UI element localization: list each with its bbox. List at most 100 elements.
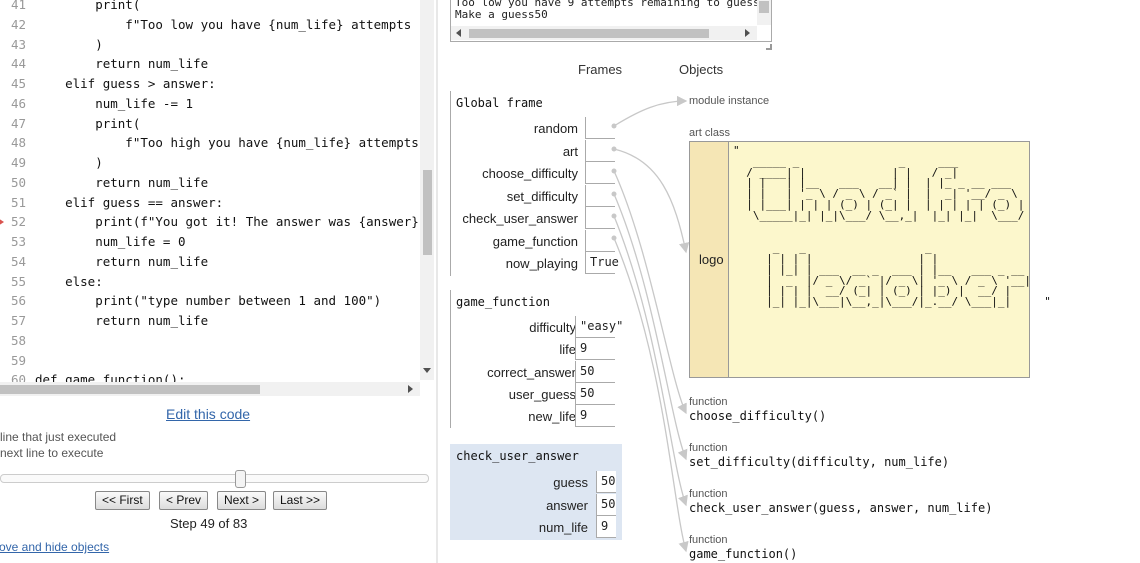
code-line: 59: [0, 351, 420, 371]
step-slider[interactable]: [0, 474, 429, 483]
logo-value: " _____ _ _ ___ / ____| | | | / _| | | |…: [733, 144, 1051, 309]
line-number: 48: [10, 135, 26, 151]
objects-header: Objects: [679, 62, 724, 77]
next-line-arrow-icon: [0, 218, 4, 227]
edit-code-link[interactable]: Edit this code: [166, 406, 251, 422]
last-button[interactable]: Last >>: [273, 491, 328, 510]
line-text: ): [35, 155, 103, 170]
code-line: 56 print("type number between 1 and 100"…: [0, 291, 420, 311]
legend-executed: line that just executed: [0, 430, 116, 444]
legend-next: next line to execute: [0, 446, 103, 460]
next-button[interactable]: Next >: [217, 491, 267, 510]
code-line: 51 elif guess == answer:: [0, 193, 420, 213]
scrollbar-thumb[interactable]: [423, 170, 432, 255]
var-value[interactable]: 50: [596, 471, 616, 493]
function-set-difficulty: set_difficulty(difficulty, num_life): [689, 455, 950, 469]
line-text: else:: [35, 273, 103, 289]
var-name: user_guess: [508, 386, 576, 402]
var-name: difficulty: [529, 320, 576, 335]
arrow-check-user-answer: [613, 215, 688, 507]
arrow-set-difficulty: [613, 193, 688, 461]
var-name: correct_answer: [487, 364, 576, 380]
line-text: return num_life: [35, 253, 209, 269]
scroll-down-icon[interactable]: [423, 368, 431, 373]
code-vertical-scrollbar[interactable]: [420, 0, 434, 380]
hide-objects-link[interactable]: ove and hide objects: [0, 540, 110, 554]
var-value[interactable]: [585, 162, 615, 184]
scroll-right-icon[interactable]: [745, 29, 750, 37]
code-line: 43 ): [0, 35, 420, 55]
art-class-object[interactable]: logo " _____ _ _ ___ / ____| | | | / _| …: [689, 141, 1051, 378]
line-text: print(f"You got it! The answer was {answ…: [35, 214, 434, 230]
line-number: 49: [10, 155, 26, 170]
line-number: 42: [10, 16, 26, 32]
function-tag: function: [689, 534, 728, 546]
var-name: new_life: [528, 409, 576, 425]
code-horizontal-scrollbar[interactable]: [0, 382, 420, 396]
line-number: 44: [10, 56, 26, 72]
step-slider-handle[interactable]: [235, 470, 246, 488]
var-value[interactable]: 50: [575, 360, 615, 383]
pointer-dot: [611, 168, 617, 174]
var-value[interactable]: [585, 117, 615, 139]
var-value[interactable]: [585, 229, 615, 252]
var-value[interactable]: 9: [575, 405, 615, 428]
line-text: num_life -= 1: [35, 95, 194, 111]
var-value[interactable]: [585, 139, 615, 162]
frame-border: [450, 91, 451, 276]
class-attr-key: logo: [690, 142, 729, 377]
pane-divider[interactable]: [436, 0, 438, 563]
pointer-dot: [611, 123, 617, 129]
var-value[interactable]: 9: [596, 516, 616, 538]
output-line: Make a guess50: [455, 8, 548, 21]
line-number: 55: [10, 273, 26, 289]
var-value[interactable]: "easy": [575, 316, 623, 338]
first-button[interactable]: << First: [95, 491, 150, 510]
program-output[interactable]: Too low you have 9 attempts remaining to…: [450, 0, 772, 42]
resize-grip-icon[interactable]: [766, 44, 772, 50]
code-line: 41 print(: [0, 0, 420, 15]
step-counter: Step 49 of 83: [170, 516, 248, 531]
scroll-left-icon[interactable]: [456, 29, 461, 37]
var-value[interactable]: [585, 207, 615, 229]
function-game-function: game_function(): [689, 547, 798, 561]
line-number: 57: [10, 313, 26, 328]
frame-title: check_user_answer: [456, 449, 579, 463]
code-line: 45 elif guess > answer:: [0, 74, 420, 94]
var-name: choose_difficulty: [482, 166, 578, 181]
var-name: random: [533, 121, 578, 136]
line-text: return num_life: [35, 56, 209, 72]
line-text: return num_life: [35, 174, 209, 190]
var-name: guess: [553, 475, 588, 490]
code-line: 49 ): [0, 153, 420, 173]
code-editor[interactable]: 41 print(42 f"Too low you have {num_life…: [0, 0, 434, 398]
pointer-dot: [611, 146, 617, 152]
line-number: 53: [10, 234, 26, 249]
line-number: 46: [10, 95, 26, 111]
scrollbar-thumb[interactable]: [759, 1, 769, 13]
var-value[interactable]: [585, 184, 615, 207]
pointer-dot: [611, 213, 617, 219]
line-text: print(: [35, 0, 141, 12]
line-number: 59: [10, 352, 26, 368]
var-value[interactable]: 50: [575, 382, 615, 405]
code-line: 47 print(: [0, 114, 420, 134]
var-value[interactable]: 9: [575, 338, 615, 361]
line-text: f"Too high you have {num_life} attempts …: [35, 135, 434, 151]
output-vertical-scrollbar[interactable]: [757, 0, 771, 25]
scroll-right-icon[interactable]: [408, 385, 413, 393]
arrow-art: [613, 148, 690, 254]
line-text: return num_life: [35, 313, 209, 328]
prev-button[interactable]: < Prev: [159, 491, 209, 510]
var-value[interactable]: 50: [596, 493, 616, 516]
var-value[interactable]: True: [585, 252, 619, 274]
scrollbar-thumb[interactable]: [469, 29, 709, 38]
code-line: 58: [0, 331, 420, 351]
scrollbar-thumb[interactable]: [0, 385, 260, 394]
var-name: game_function: [492, 233, 578, 249]
output-horizontal-scrollbar[interactable]: [451, 26, 757, 40]
line-text: num_life = 0: [35, 234, 186, 249]
